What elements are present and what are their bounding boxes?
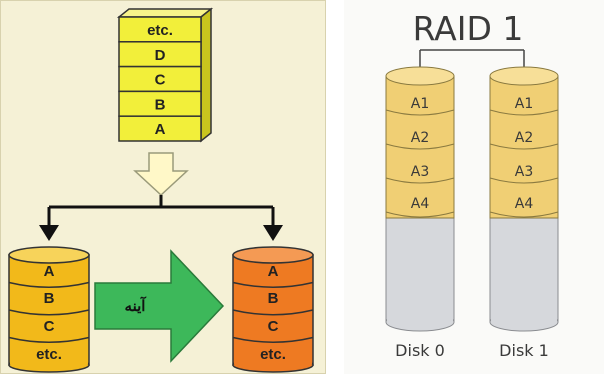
arrowhead-right-icon — [263, 225, 283, 241]
arrowhead-left-icon — [39, 225, 59, 241]
raid1-block-label: A3 — [515, 164, 533, 180]
disk-right: A B C etc. — [232, 246, 314, 373]
raid1-block-label: A1 — [515, 96, 533, 112]
raid1-block-label: A2 — [411, 130, 429, 146]
raid1-block-label: A1 — [411, 96, 429, 112]
source-block-label: etc. — [147, 22, 173, 39]
source-block — [118, 115, 202, 142]
source-stack: etc. D C B A — [116, 7, 214, 143]
down-arrow-icon — [133, 152, 189, 197]
raid1-disk-0: A1 A2 A3 A4 Disk 0 — [385, 66, 455, 360]
disk-0-label: Disk 0 — [395, 341, 445, 360]
source-block-label: C — [155, 72, 166, 89]
mirroring-svg: etc. D C B A — [8, 7, 314, 373]
mirroring-diagram: etc. D C B A — [0, 0, 326, 374]
source-block-label: A — [155, 121, 166, 138]
disk-left-block-label: B — [44, 290, 55, 307]
disk-right-block-label: A — [268, 263, 279, 280]
mirror-arrow-icon — [94, 249, 225, 363]
disk-left-block-label: A — [44, 263, 55, 280]
raid1-connector — [419, 49, 525, 68]
source-block — [118, 90, 202, 117]
disk-left-block-label: etc. — [36, 346, 62, 363]
source-block-label: B — [155, 96, 166, 113]
split-connector — [39, 195, 283, 241]
raid1-disk-1: A1 A2 A3 A4 Disk 1 — [489, 66, 559, 360]
source-stack-side — [200, 7, 212, 143]
raid1-block-label: A3 — [411, 164, 429, 180]
raid1-block-label: A4 — [515, 196, 534, 212]
disk-right-block-label: C — [268, 318, 279, 335]
disk-1-label: Disk 1 — [499, 341, 549, 360]
raid1-diagram: RAID 1 A1 A2 A3 A4 Disk 0 — [344, 0, 604, 374]
raid1-title: RAID 1 — [413, 9, 524, 48]
disk-left-block-label: C — [44, 318, 55, 335]
disk-right-block-label: B — [268, 290, 279, 307]
raid1-svg: RAID 1 A1 A2 A3 A4 Disk 0 — [385, 9, 559, 360]
source-block-label: D — [155, 47, 166, 64]
disk-left: A B C etc. — [8, 246, 90, 373]
source-stack-top — [116, 8, 214, 18]
disk-right-block-label: etc. — [260, 346, 286, 363]
raid1-block-label: A2 — [515, 130, 533, 146]
mirror-label: آینه — [125, 296, 148, 315]
raid1-block-label: A4 — [411, 196, 430, 212]
